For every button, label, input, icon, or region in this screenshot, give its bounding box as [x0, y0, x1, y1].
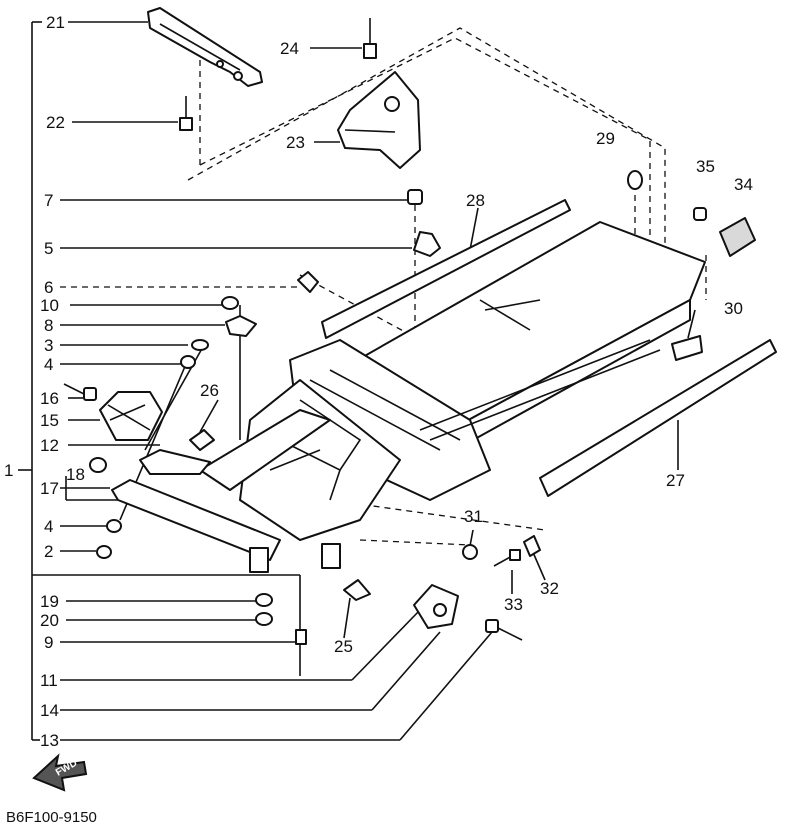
part-26-clip: [189, 429, 215, 451]
label-35: 35: [696, 157, 715, 176]
part-16-bolt: [63, 383, 97, 401]
part-31-cap: [462, 544, 478, 560]
part-4a-collar: [180, 355, 196, 369]
part-4b-collar: [106, 519, 122, 533]
label-24: 24: [280, 39, 299, 58]
part-13-bolt: [485, 619, 523, 641]
part-labels: 21 22 24 23 7 5 6 10 8 3 4 16 15 12 1 18…: [4, 13, 753, 750]
label-7: 7: [44, 191, 53, 210]
part-15-bracket: [99, 391, 163, 441]
label-5: 5: [44, 239, 53, 258]
label-33: 33: [504, 595, 523, 614]
part-10-nut: [221, 296, 239, 310]
label-17: 17: [40, 479, 59, 498]
label-27: 27: [666, 471, 685, 490]
part-34-reflector: [719, 217, 756, 257]
part-18-nut: [89, 457, 107, 473]
label-15: 15: [40, 411, 59, 430]
label-25: 25: [334, 637, 353, 656]
part-7-nut: [407, 189, 423, 205]
part-14-plate: [413, 584, 459, 629]
label-9: 9: [44, 633, 53, 652]
part-24-bolt: [363, 18, 377, 59]
label-21: 21: [46, 13, 65, 32]
label-1: 1: [4, 461, 13, 480]
label-14: 14: [40, 701, 59, 720]
part-5-bracket: [413, 231, 441, 257]
part-3-washer: [191, 339, 209, 351]
label-32: 32: [540, 579, 559, 598]
part-25-clip: [343, 579, 371, 601]
label-4b: 4: [44, 517, 53, 536]
label-4a: 4: [44, 355, 53, 374]
label-2: 2: [44, 542, 53, 561]
label-31: 31: [464, 507, 483, 526]
part-35-nut: [693, 207, 707, 221]
part-23-bracket: [337, 71, 421, 169]
part-2-collar: [96, 545, 112, 559]
part-20-nut: [255, 612, 273, 626]
left-bracket: [18, 21, 42, 741]
label-8: 8: [44, 316, 53, 335]
label-3: 3: [44, 336, 53, 355]
part-8-mount: [225, 315, 257, 337]
label-23: 23: [286, 133, 305, 152]
label-16: 16: [40, 389, 59, 408]
label-22: 22: [46, 113, 65, 132]
label-30: 30: [724, 299, 743, 318]
diagram-code: B6F100-9150: [6, 809, 97, 826]
label-10: 10: [40, 296, 59, 315]
label-6: 6: [44, 278, 53, 297]
label-12: 12: [40, 436, 59, 455]
main-frame: [239, 221, 706, 541]
part-21-bracket: [147, 7, 263, 87]
label-26: 26: [200, 381, 219, 400]
front-cross-member: [111, 409, 341, 573]
label-11: 11: [40, 671, 58, 690]
label-18: 18: [66, 465, 85, 484]
part-19-washer: [255, 593, 273, 607]
part-9-pin: [295, 629, 307, 676]
part-28-strip: [321, 199, 571, 339]
label-28: 28: [466, 191, 485, 210]
part-27-strip: [539, 339, 777, 497]
part-30-plate: [671, 335, 703, 361]
part-32-bracket: [523, 535, 541, 557]
label-20: 20: [40, 611, 59, 630]
part-12-link: [139, 449, 211, 475]
label-13: 13: [40, 731, 59, 750]
label-29: 29: [596, 129, 615, 148]
label-34: 34: [734, 175, 753, 194]
label-19: 19: [40, 592, 59, 611]
part-33-bolt: [493, 549, 521, 567]
fwd-arrow-icon: FWD: [32, 753, 88, 792]
part-22-bolt: [179, 96, 193, 131]
part-29-cap: [627, 170, 643, 190]
part-6-clip: [297, 271, 319, 293]
